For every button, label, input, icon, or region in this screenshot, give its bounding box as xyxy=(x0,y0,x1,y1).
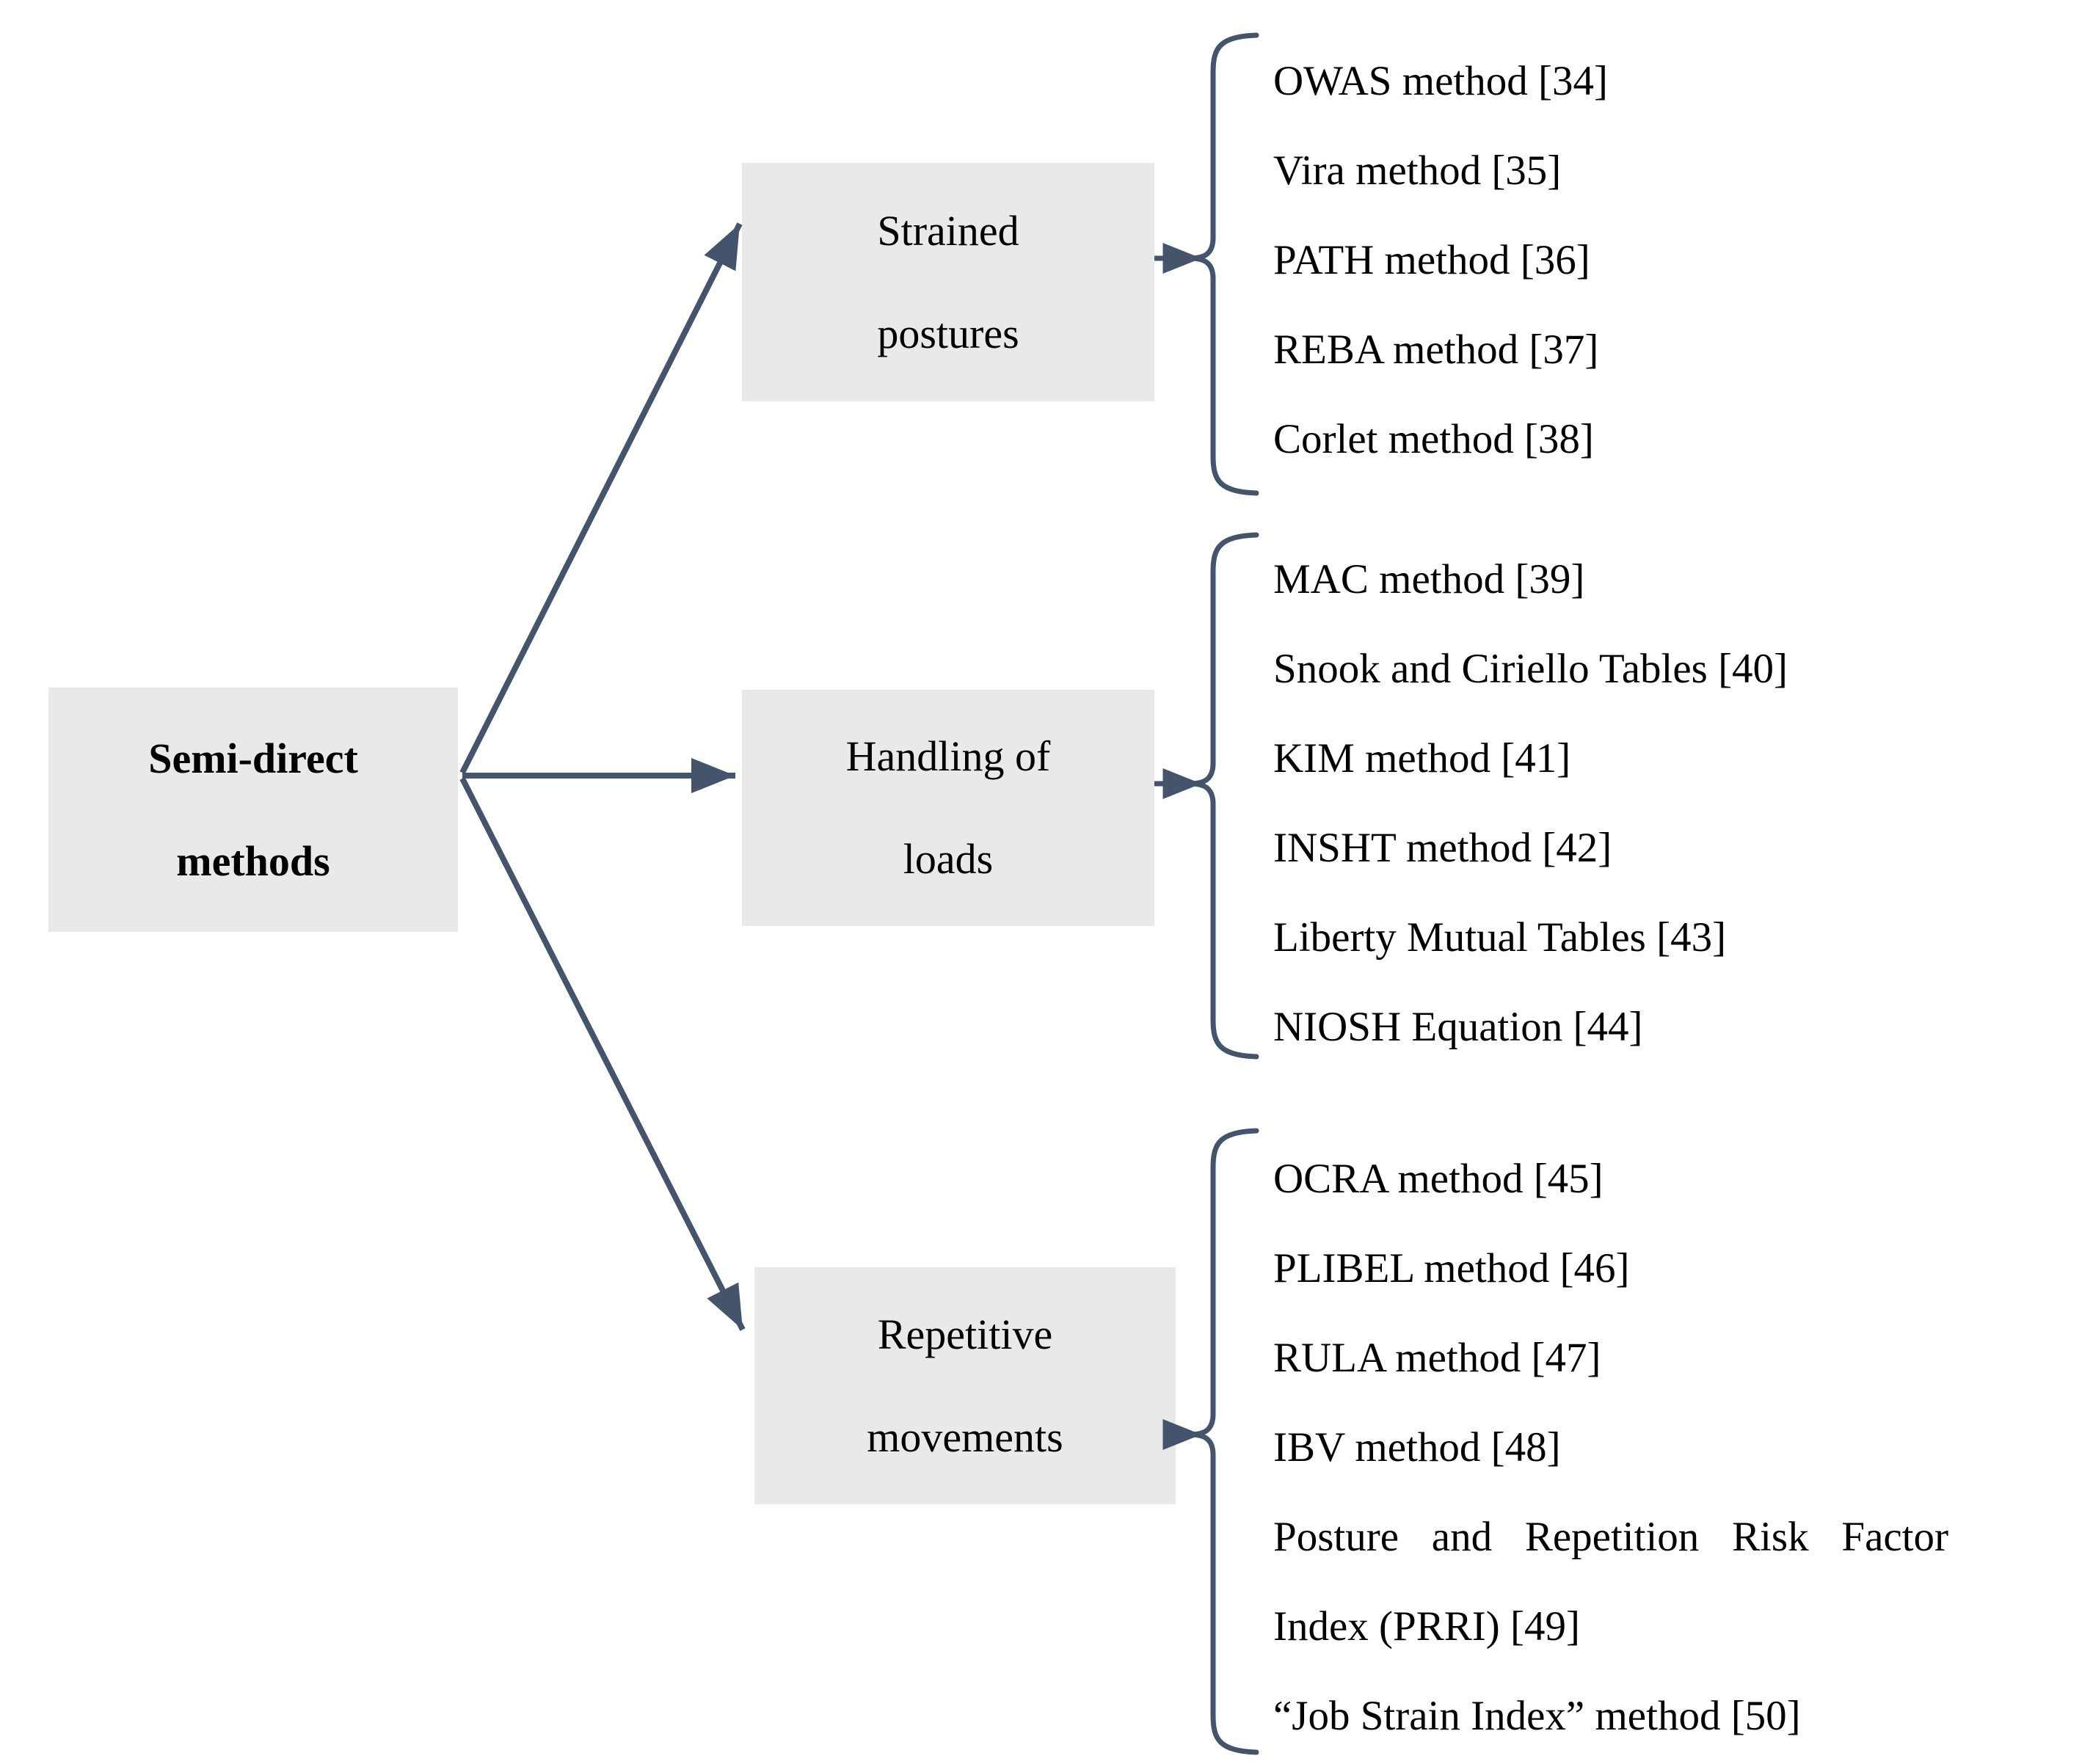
node-repetitive-movements: Repetitive movements xyxy=(754,1267,1176,1504)
method-list-repetitive-movements: OCRA method [45] PLIBEL method [46] RULA… xyxy=(1273,1134,2088,1761)
node-semi-direct-methods: Semi-direct methods xyxy=(48,688,458,932)
node-label: Repetitive movements xyxy=(867,1310,1063,1461)
method-item: Posture and Repetition Risk Factor Index… xyxy=(1273,1514,1948,1650)
brace-repetitive-movements xyxy=(1190,1128,1259,1755)
method-item: KIM method [41] xyxy=(1273,735,1571,781)
brace-strained-postures xyxy=(1190,32,1259,496)
method-item: PATH method [36] xyxy=(1273,237,1590,283)
node-label: Semi-direct methods xyxy=(148,734,358,885)
braces xyxy=(1190,32,1259,1755)
method-item: “Job Strain Index” method [50] xyxy=(1273,1693,1801,1739)
arrow-to-strained-postures xyxy=(459,222,743,774)
method-item: Liberty Mutual Tables [43] xyxy=(1273,914,1727,961)
node-strained-postures: Strained postures xyxy=(742,163,1154,401)
brace-handling-of-loads xyxy=(1190,532,1259,1060)
root-arrows xyxy=(459,222,746,1331)
method-item: NIOSH Equation [44] xyxy=(1273,1004,1643,1050)
method-list-handling-of-loads: MAC method [39] Snook and Ciriello Table… xyxy=(1273,535,2088,1072)
brace-connectors xyxy=(1154,243,1201,1450)
node-handling-of-loads: Handling of loads xyxy=(742,690,1154,926)
method-item: RULA method [47] xyxy=(1273,1335,1601,1381)
method-item: Vira method [35] xyxy=(1273,147,1562,194)
method-item: MAC method [39] xyxy=(1273,556,1585,602)
node-label: Strained postures xyxy=(877,206,1019,357)
method-item: OCRA method [45] xyxy=(1273,1156,1604,1202)
method-item: INSHT method [42] xyxy=(1273,825,1612,871)
method-list-strained-postures: OWAS method [34] Vira method [35] PATH m… xyxy=(1273,37,2088,484)
method-item: PLIBEL method [46] xyxy=(1273,1245,1630,1291)
method-item: Snook and Ciriello Tables [40] xyxy=(1273,646,1788,692)
method-item: IBV method [48] xyxy=(1273,1424,1561,1470)
method-item: REBA method [37] xyxy=(1273,327,1599,373)
node-label: Handling of loads xyxy=(845,732,1051,883)
arrow-to-repetitive-movements xyxy=(459,777,746,1331)
method-item: Corlet method [38] xyxy=(1273,416,1594,462)
method-item: OWAS method [34] xyxy=(1273,58,1608,104)
